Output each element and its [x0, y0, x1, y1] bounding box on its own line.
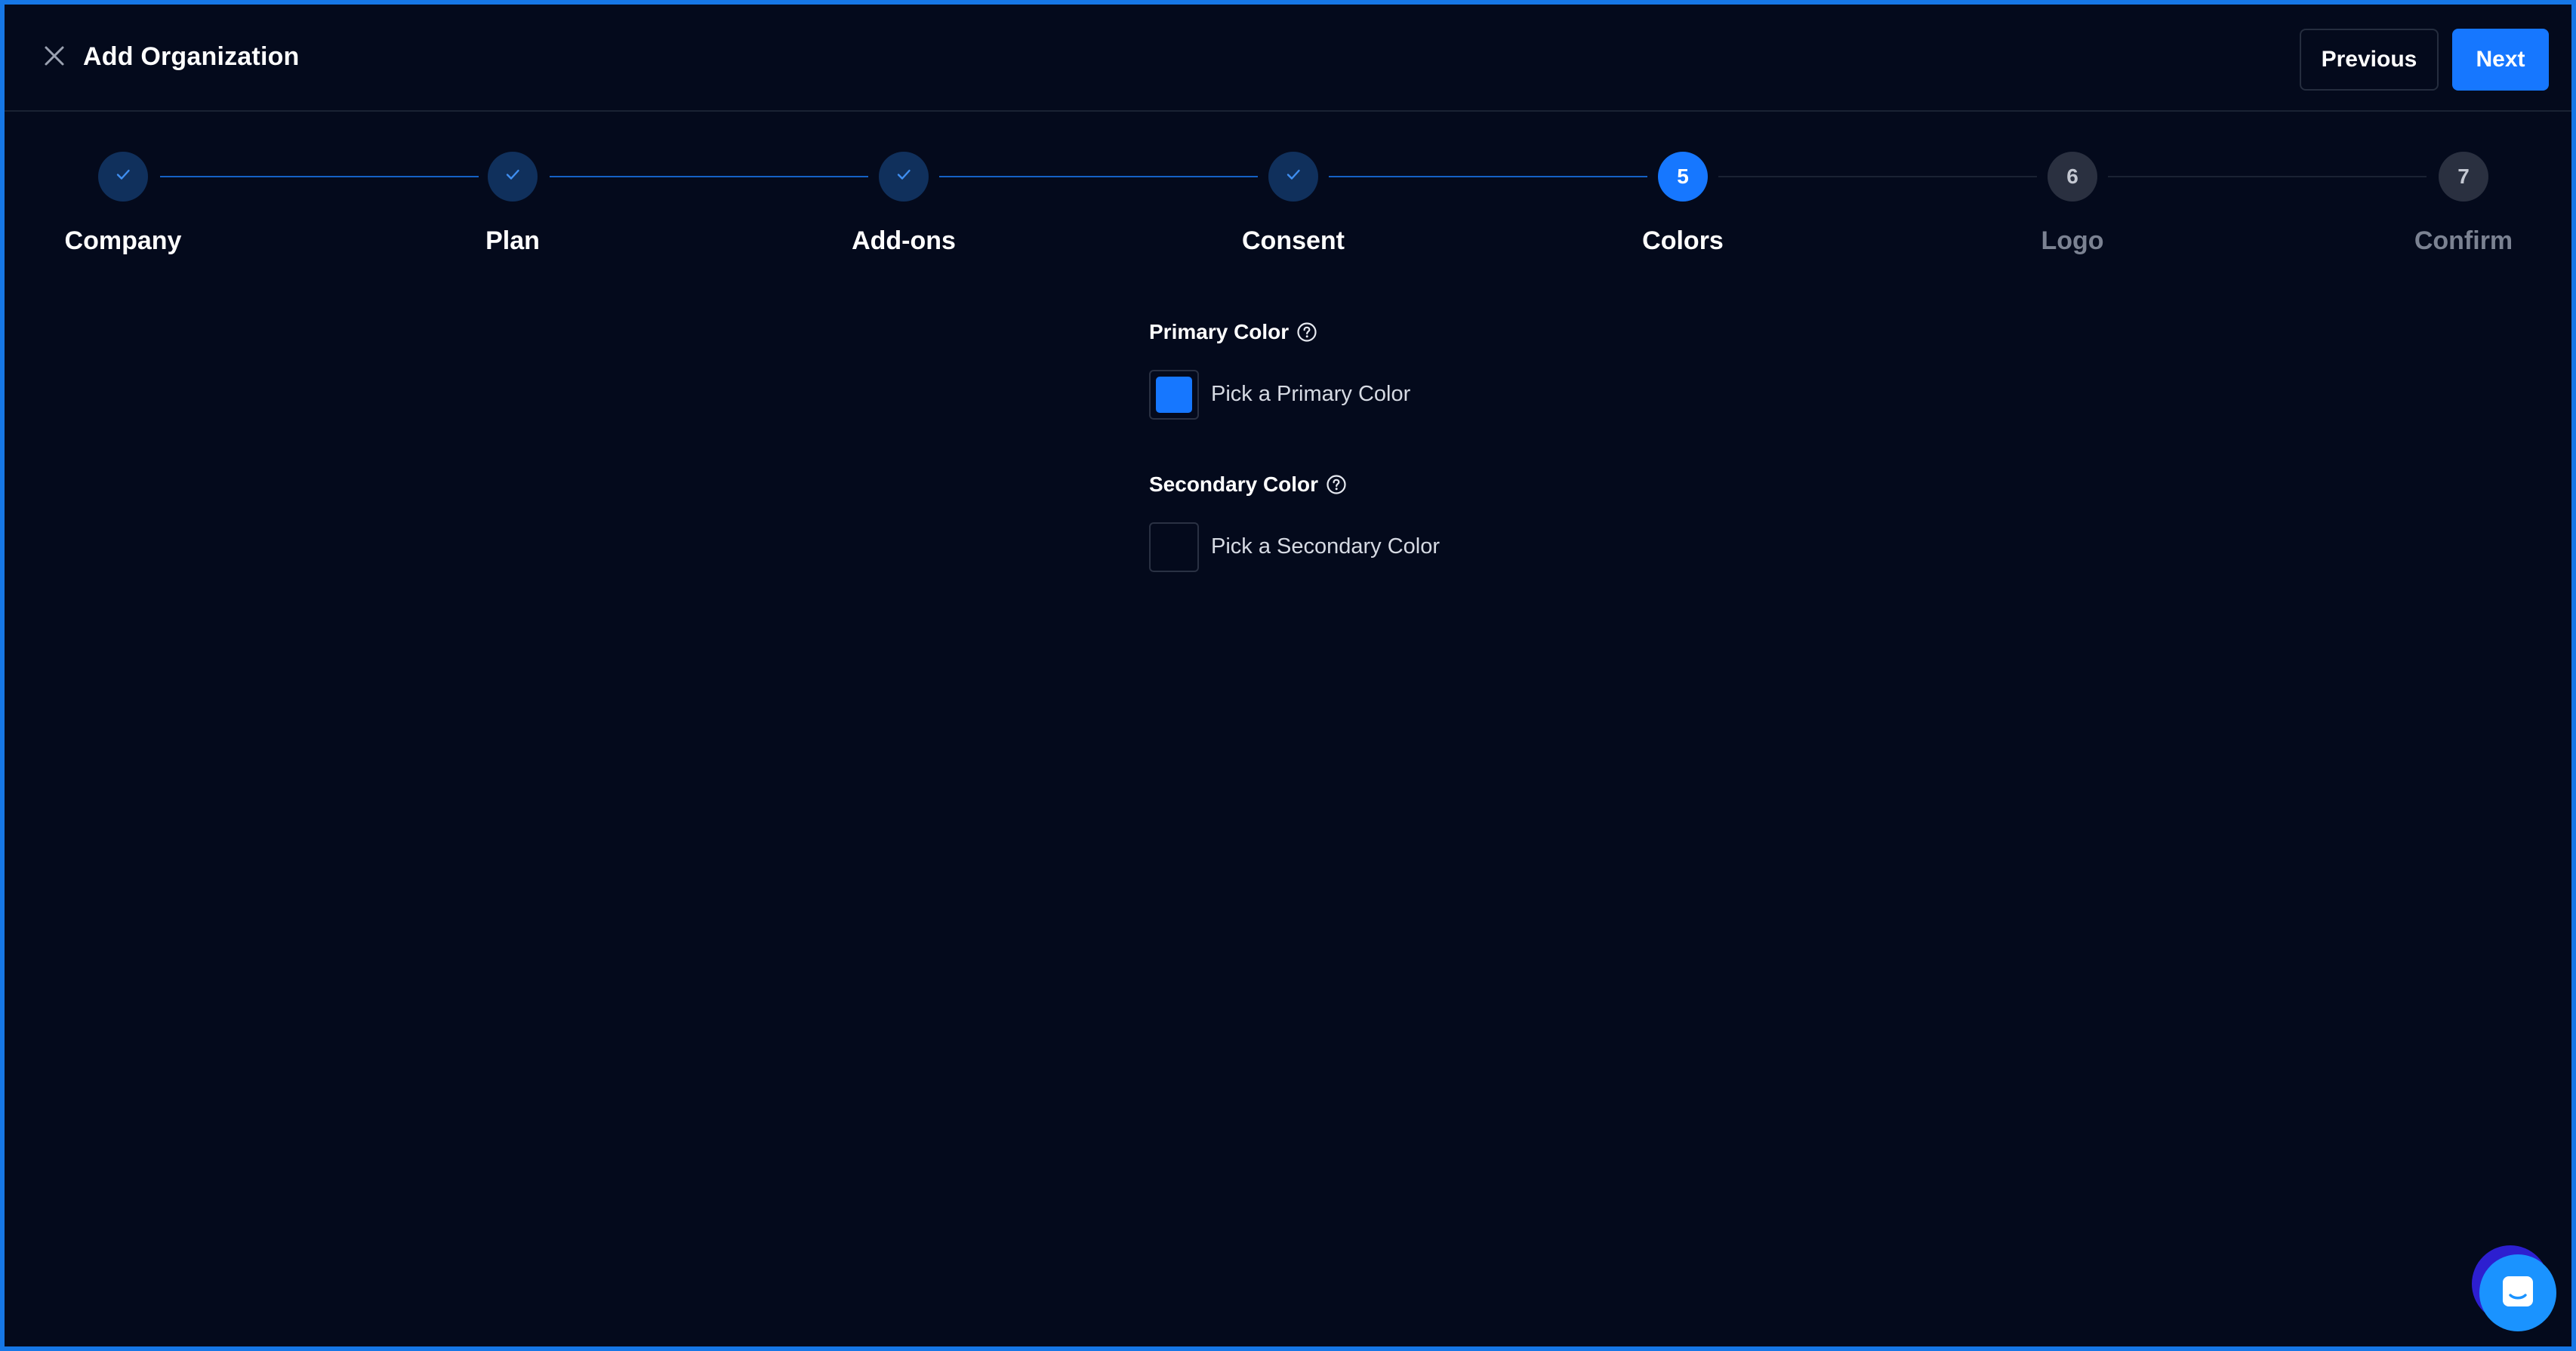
chat-launcher-button[interactable] — [2479, 1254, 2556, 1331]
secondary-color-label: Secondary Color — [1149, 469, 1466, 500]
previous-button[interactable]: Previous — [2300, 29, 2439, 91]
primary-color-swatch — [1156, 377, 1192, 413]
secondary-color-picker-text: Pick a Secondary Color — [1211, 522, 1453, 563]
step-connector — [2108, 176, 2427, 177]
step-logo-label: Logo — [1974, 226, 2171, 256]
next-button[interactable]: Next — [2452, 29, 2549, 91]
page-title: Add Organization — [83, 42, 300, 72]
secondary-color-swatch-frame[interactable] — [1149, 522, 1199, 572]
close-button[interactable] — [41, 44, 68, 71]
check-icon — [112, 164, 134, 190]
chat-icon — [2499, 1273, 2537, 1314]
check-icon — [502, 164, 523, 190]
check-icon — [893, 164, 914, 190]
step-connector — [1718, 176, 2037, 177]
step-colors-indicator[interactable]: 5 — [1658, 152, 1708, 202]
field-spacer — [1149, 420, 1466, 469]
page-header: Add Organization Previous Next — [5, 5, 2571, 112]
primary-color-picker[interactable]: Pick a Primary Color — [1149, 370, 1466, 420]
close-icon — [43, 45, 66, 71]
check-icon — [1283, 164, 1304, 190]
step-confirm-label: Confirm — [2365, 226, 2562, 256]
step-company-label: Company — [25, 226, 221, 256]
primary-color-swatch-frame[interactable] — [1149, 370, 1199, 420]
step-consent-indicator[interactable]: 4 — [1268, 152, 1318, 202]
step-confirm-indicator[interactable]: 7 — [2439, 152, 2488, 202]
step-addons-label: Add-ons — [806, 226, 1002, 256]
colors-form: Primary Color Pick a Primary Color Secon… — [1149, 317, 1466, 572]
help-circle-icon[interactable] — [1326, 473, 1348, 496]
step-plan-label: Plan — [414, 226, 611, 256]
step-addons-indicator[interactable]: 3 — [879, 152, 929, 202]
step-company-indicator[interactable]: 1 — [98, 152, 148, 202]
step-connector — [1329, 176, 1647, 177]
step-consent-label: Consent — [1195, 226, 1391, 256]
secondary-color-swatch — [1156, 529, 1192, 565]
primary-color-picker-text: Pick a Primary Color — [1211, 370, 1453, 411]
step-colors-label: Colors — [1585, 226, 1781, 256]
primary-color-label: Primary Color — [1149, 317, 1466, 347]
step-logo-indicator[interactable]: 6 — [2048, 152, 2097, 202]
help-circle-icon[interactable] — [1296, 321, 1319, 343]
step-connector — [160, 176, 479, 177]
step-plan-indicator[interactable]: 2 — [488, 152, 538, 202]
progress-stepper: 1 Company 2 Plan 3 Add-ons 4 Consent 5 C… — [5, 148, 2571, 269]
secondary-color-picker[interactable]: Pick a Secondary Color — [1149, 522, 1466, 572]
step-connector — [550, 176, 868, 177]
step-connector — [939, 176, 1258, 177]
